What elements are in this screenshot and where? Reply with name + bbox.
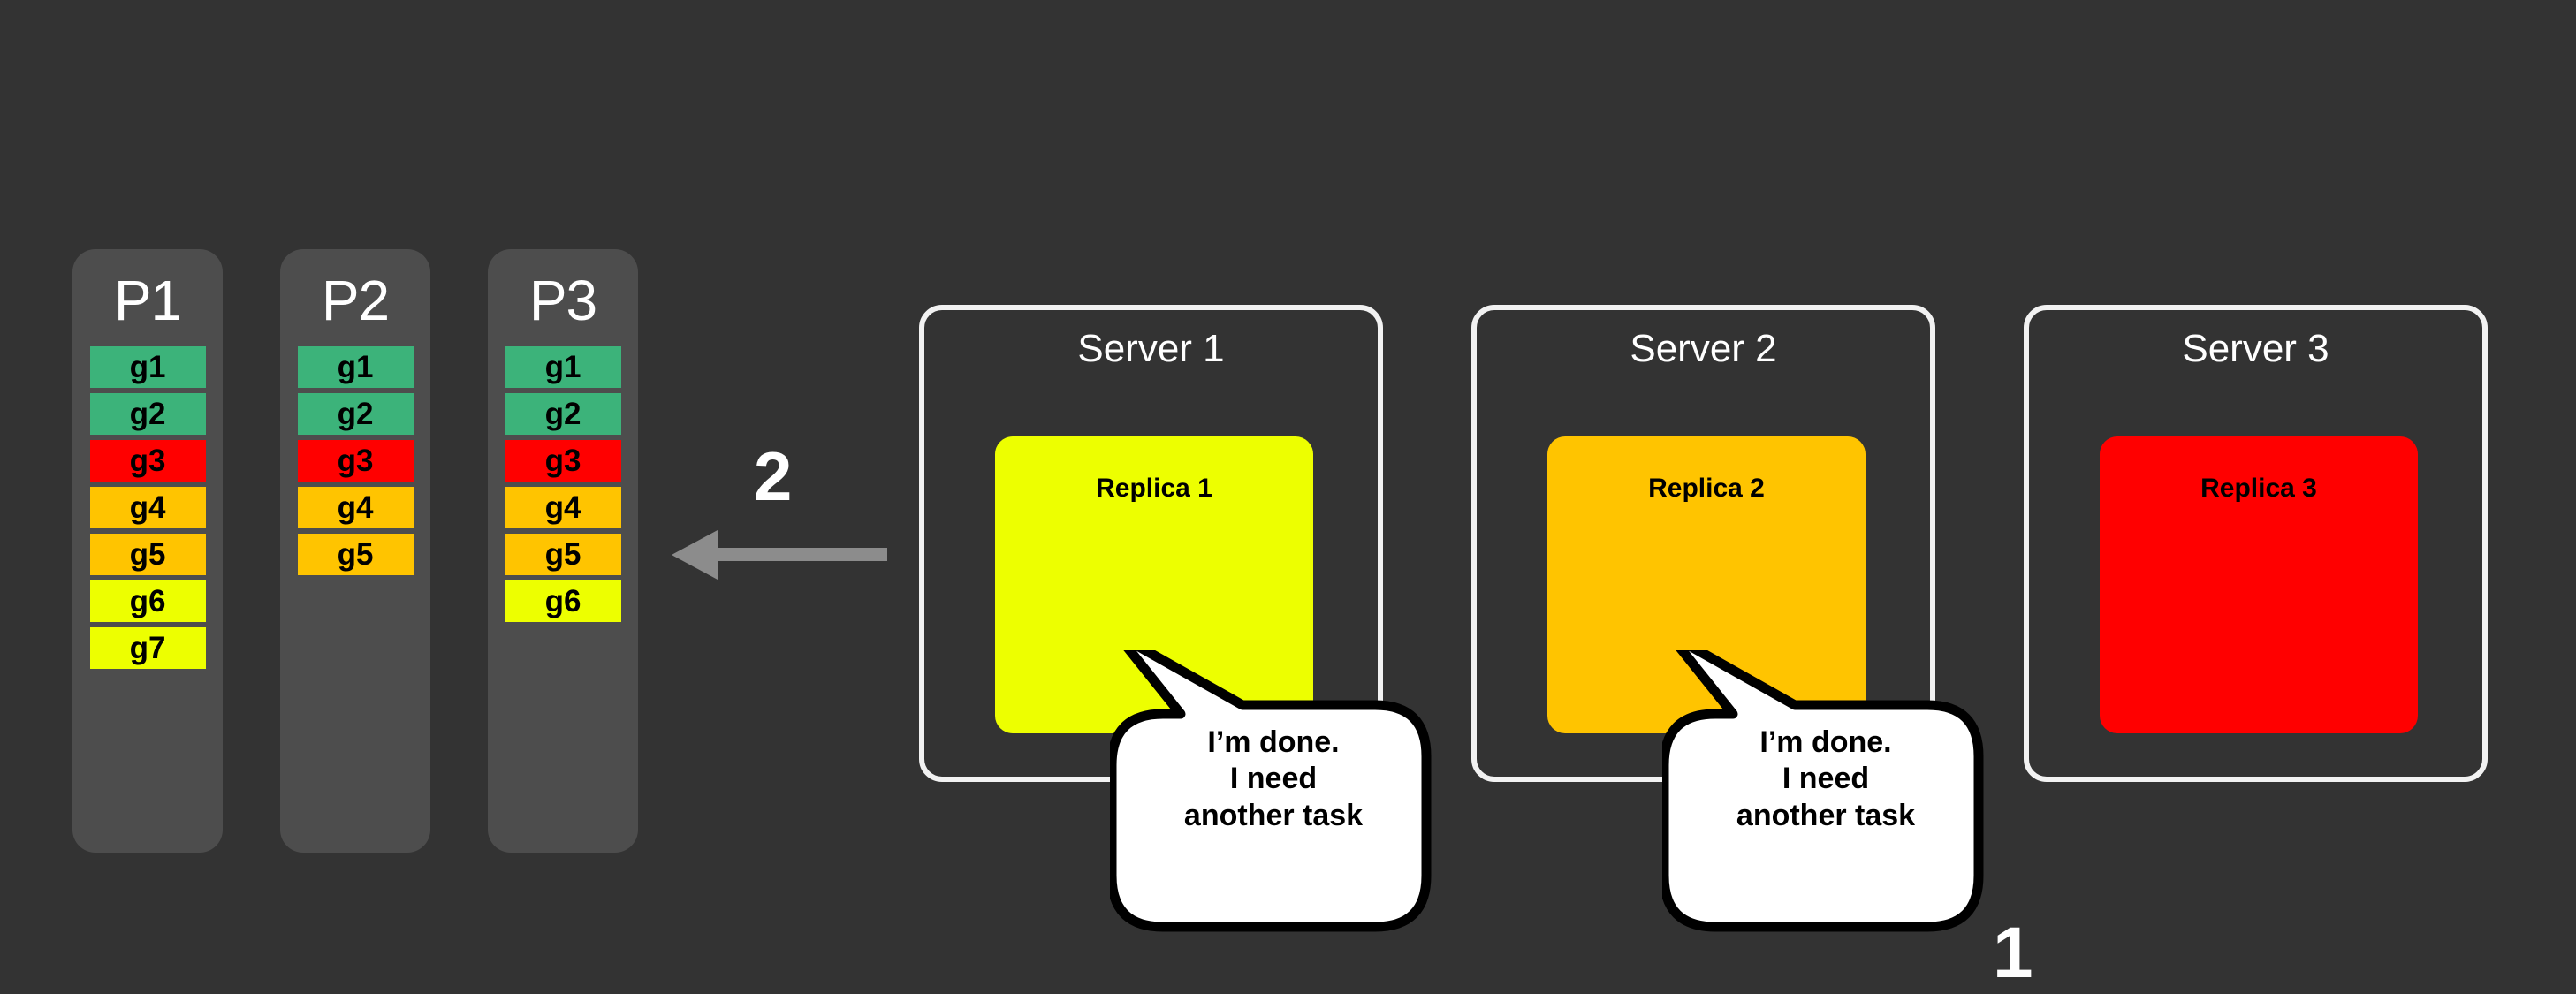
server-title: Server 2 [1630,327,1777,370]
step-number-one: 1 [1993,913,2033,993]
flow-arrow-group: 2 [672,442,893,583]
replica-label: Replica 3 [2200,474,2317,503]
speech-bubble-server-1: I’m done. I need another task [1106,629,1437,937]
partition-column-p2[interactable]: P2 g1 g2 g3 g4 g5 [280,249,430,853]
partition-title: P3 [528,269,597,332]
task-block[interactable]: g1 [89,346,206,388]
server-title: Server 3 [2182,327,2329,370]
speech-bubble-shape [1659,629,1984,932]
task-list: g1 g2 g3 g4 g5 g6 g7 [72,346,223,674]
task-block[interactable]: g1 [297,346,414,388]
task-block[interactable]: g3 [89,440,206,482]
task-block[interactable]: g4 [505,487,621,528]
task-block[interactable]: g5 [505,534,621,575]
task-block[interactable]: g6 [505,580,621,622]
task-block[interactable]: g3 [297,440,414,482]
task-list: g1 g2 g3 g4 g5 [280,346,430,580]
step-number-two: 2 [754,437,793,515]
partition-title: P1 [113,269,182,332]
task-block[interactable]: g1 [505,346,621,388]
partition-title: P2 [321,269,390,332]
task-block[interactable]: g5 [297,534,414,575]
server-title: Server 1 [1077,327,1225,370]
arrow-left-icon [672,530,887,580]
task-block[interactable]: g2 [297,393,414,435]
speech-bubble-text: I’m done. I need another task [1183,725,1364,832]
task-block[interactable]: g7 [89,627,206,669]
replica-label: Replica 2 [1648,474,1765,503]
replica-box-3[interactable]: Replica 3 [2100,436,2418,733]
task-block[interactable]: g2 [89,393,206,435]
partition-column-p1[interactable]: P1 g1 g2 g3 g4 g5 g6 g7 [72,249,223,853]
task-list: g1 g2 g3 g4 g5 g6 [488,346,638,627]
speech-bubble-shape [1106,629,1432,932]
speech-bubble-server-2: I’m done. I need another task [1659,629,1989,937]
speech-bubble-text: I’m done. I need another task [1736,725,1916,832]
task-block[interactable]: g2 [505,393,621,435]
task-block[interactable]: g3 [505,440,621,482]
partition-column-p3[interactable]: P3 g1 g2 g3 g4 g5 g6 [488,249,638,853]
task-block[interactable]: g6 [89,580,206,622]
task-block[interactable]: g4 [297,487,414,528]
server-box-3[interactable]: Server 3 Replica 3 [2024,305,2488,782]
task-block[interactable]: g5 [89,534,206,575]
replica-label: Replica 1 [1096,474,1212,503]
task-block[interactable]: g4 [89,487,206,528]
